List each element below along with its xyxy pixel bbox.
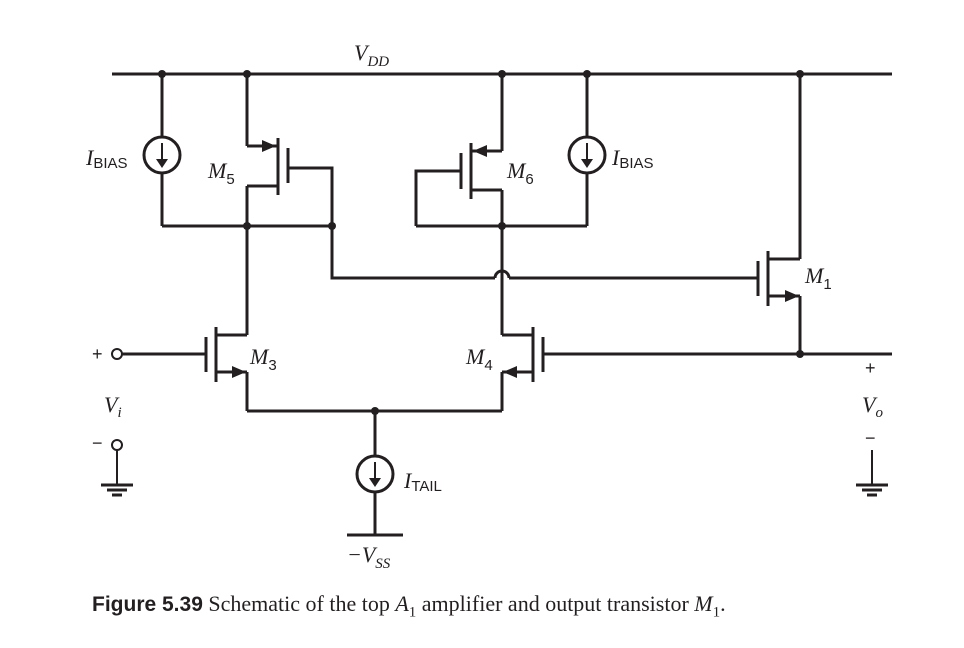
vi-minus-sign: − (92, 433, 103, 453)
vo-label: Vo (862, 392, 883, 421)
caption-text: . (720, 591, 726, 616)
transistor-m4 (500, 226, 892, 411)
caption-amp-sub: 1 (408, 604, 417, 621)
ibias-left-label: IBIAS (85, 145, 128, 172)
itail-label: ITAIL (403, 468, 442, 495)
caption-transistor: M (694, 591, 713, 616)
figure-caption: Figure 5.39 Schematic of the top A1 ampl… (92, 591, 952, 621)
vi-label: Vi (104, 392, 122, 421)
vdd-label: VDD (354, 40, 389, 70)
schematic: VDD IBIAS IBIAS M5 M6 M1 M3 M4 ITAIL −VS… (85, 40, 892, 572)
wire (330, 226, 495, 280)
transistor-m6 (414, 74, 504, 226)
transistor-m1 (756, 74, 802, 354)
caption-text: amplifier and output transistor (416, 591, 695, 616)
m1-label: M1 (804, 263, 832, 293)
vo-ground (856, 450, 888, 497)
m4-label: M4 (465, 344, 493, 374)
transistor-m5 (245, 74, 334, 226)
m6-label: M6 (506, 158, 534, 188)
caption-transistor-sub: 1 (712, 604, 721, 621)
transistor-m3 (204, 226, 249, 411)
junction-dot (796, 350, 804, 358)
ibias-right-source (567, 74, 607, 226)
figure-number: Figure 5.39 (92, 593, 203, 616)
vi-input (101, 348, 206, 497)
vss-label: −VSS (347, 542, 391, 572)
vi-plus-sign: + (92, 344, 103, 364)
ibias-left-source (142, 74, 182, 226)
itail-source (347, 411, 403, 537)
ibias-right-label: IBIAS (611, 145, 654, 172)
caption-amp: A (395, 591, 409, 616)
vo-minus-sign: − (865, 428, 876, 448)
m3-label: M3 (249, 344, 277, 374)
caption-text: Schematic of the top (202, 591, 396, 616)
m5-label: M5 (207, 158, 235, 188)
vo-plus-sign: + (865, 358, 876, 378)
